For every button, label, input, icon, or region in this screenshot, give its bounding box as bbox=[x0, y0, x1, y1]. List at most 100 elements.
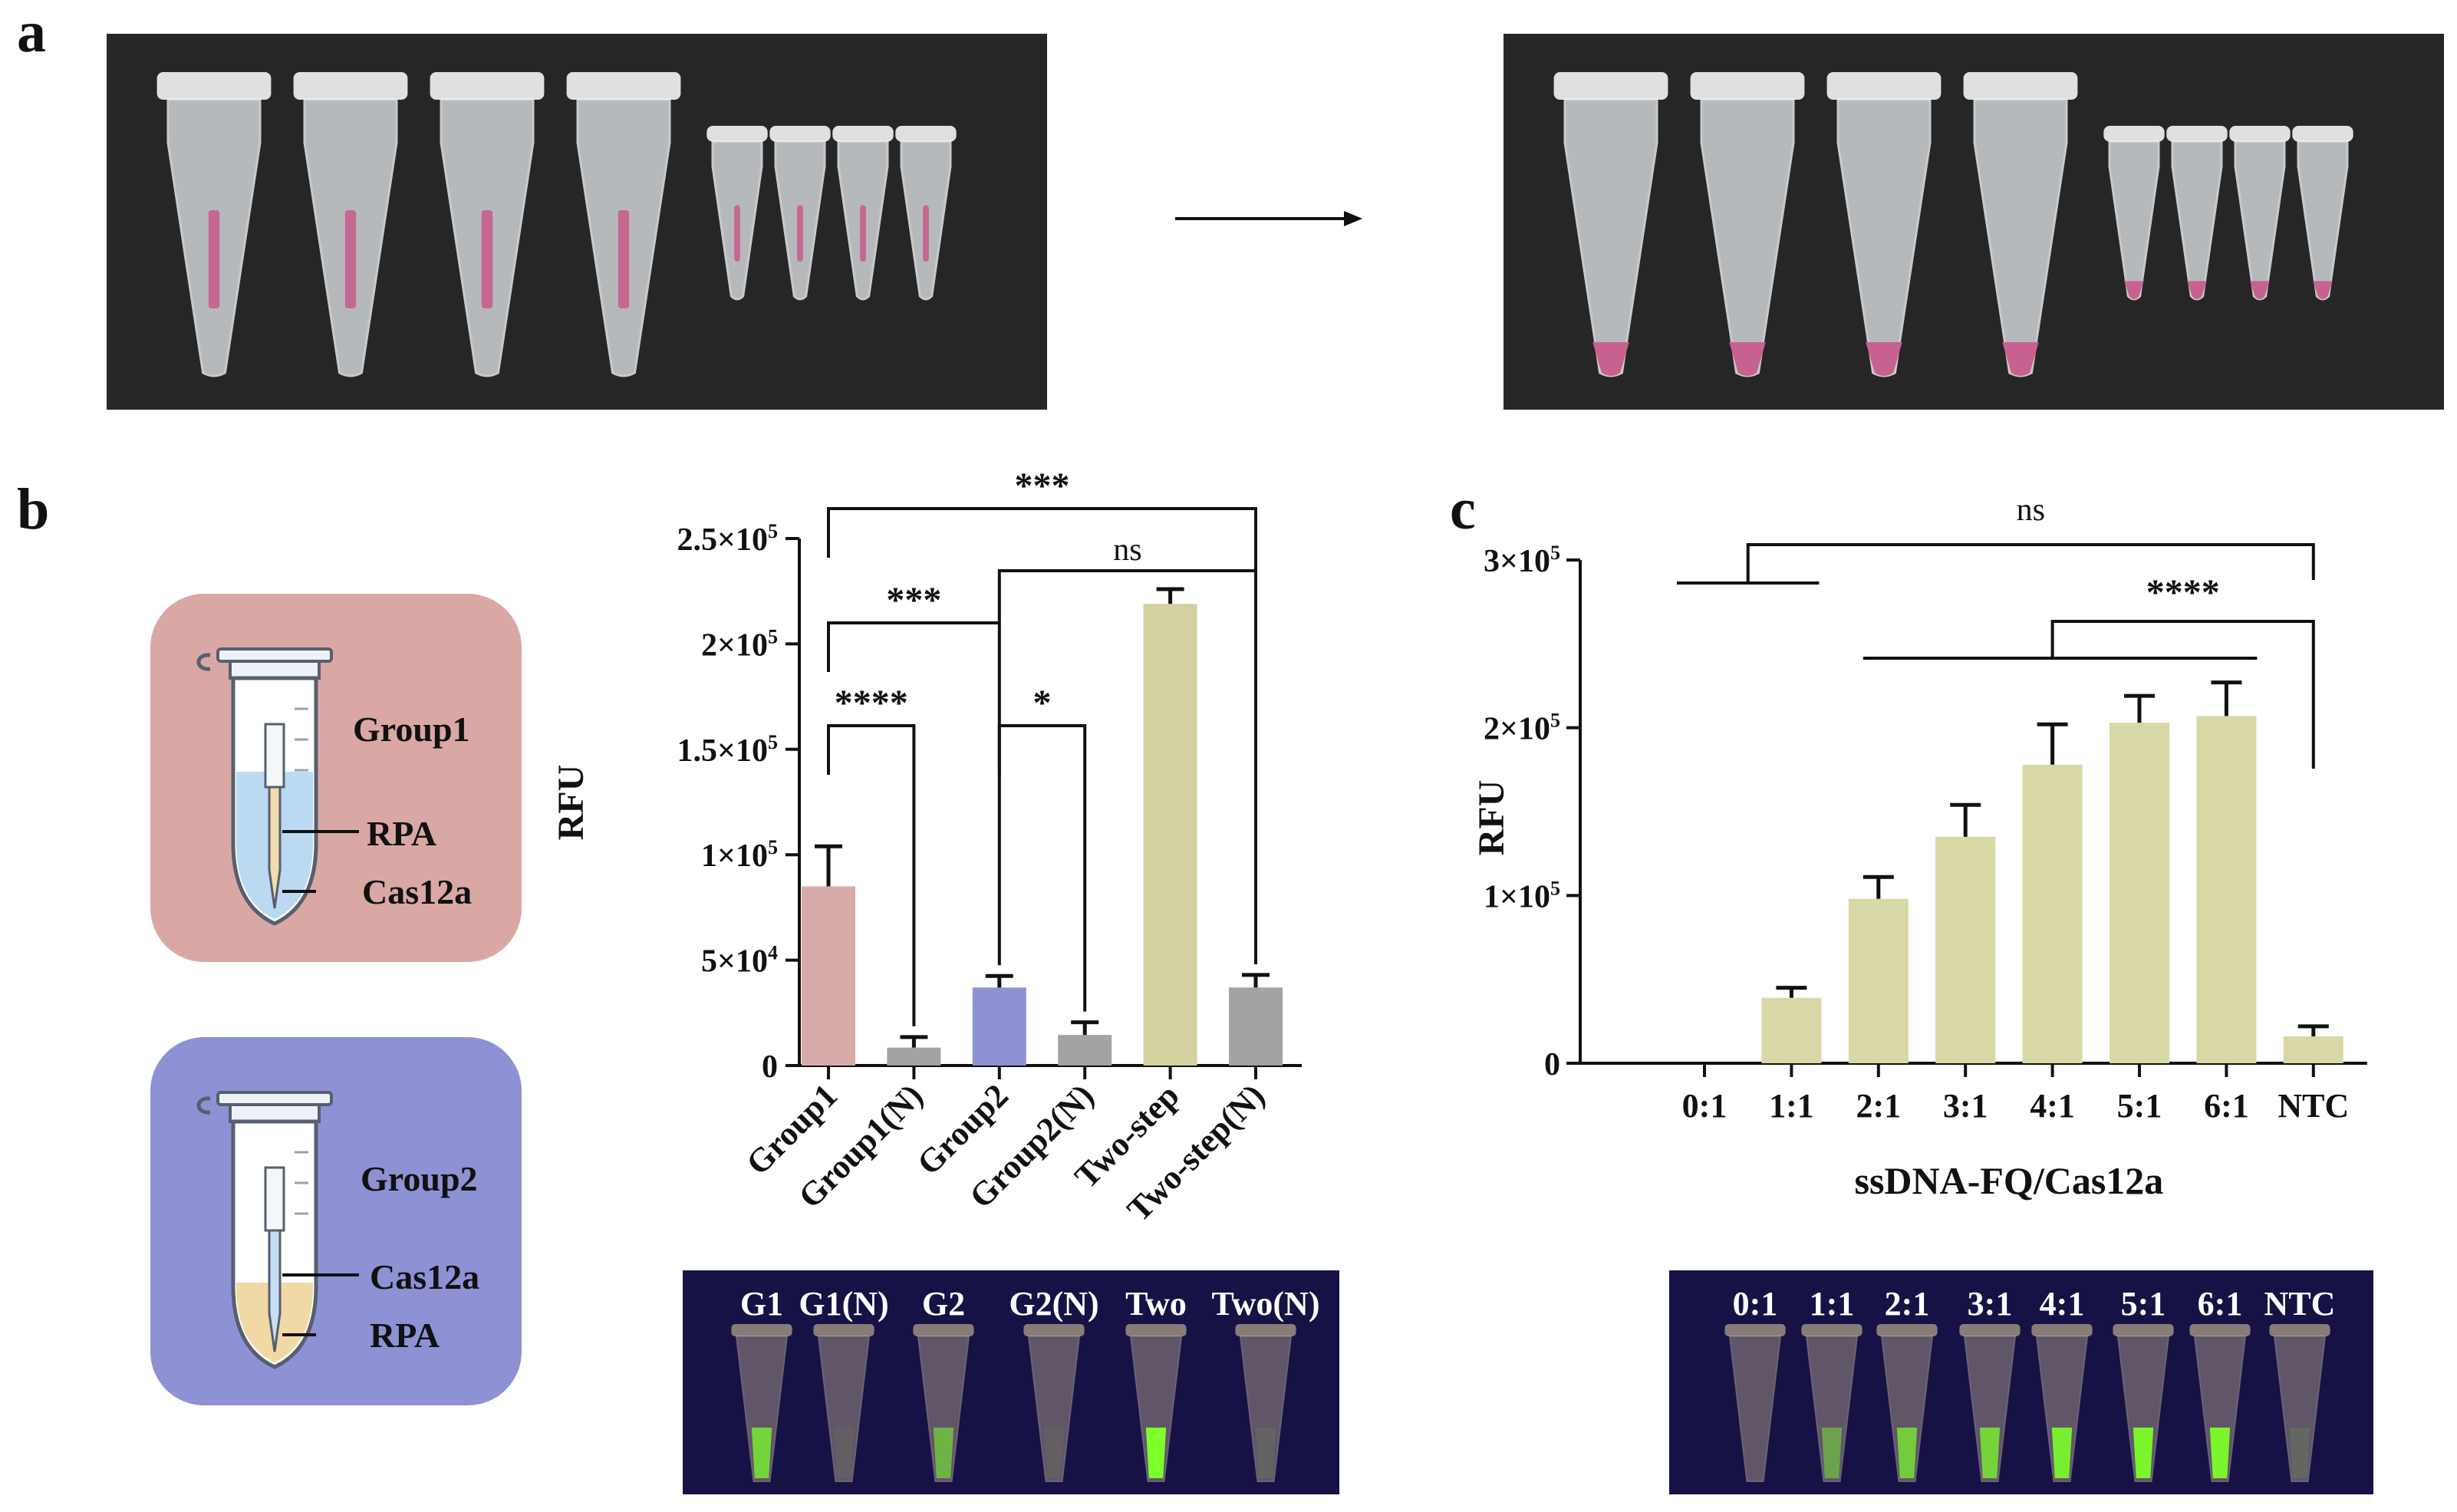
tube-cap bbox=[2166, 126, 2228, 142]
tube-liquid bbox=[2313, 281, 2333, 299]
gel-tube-body bbox=[735, 1336, 789, 1482]
x-tick-label: 1:1 bbox=[1769, 1087, 1814, 1125]
gel-b-label-twon: Two(N) bbox=[1211, 1285, 1320, 1323]
gel-b-tube bbox=[913, 1324, 974, 1482]
x-tick-label: 2:1 bbox=[1856, 1087, 1901, 1125]
tube-icon bbox=[430, 72, 545, 377]
y-tick-label: 1.5×105 bbox=[677, 731, 778, 769]
gel-tube-cap bbox=[1959, 1324, 2021, 1336]
significance-label: ns bbox=[1113, 532, 1141, 568]
gel-tube-body bbox=[1239, 1336, 1293, 1482]
gel-tube-cap bbox=[1876, 1324, 1938, 1336]
tube-cap bbox=[1826, 72, 1942, 100]
gel-b-tube bbox=[731, 1324, 792, 1482]
gel-tube-body bbox=[2193, 1336, 2247, 1482]
gel-c-label-6-1: 6:1 bbox=[2197, 1285, 2243, 1323]
tube-cap bbox=[706, 126, 768, 142]
bar bbox=[2110, 723, 2169, 1063]
gel-c-tube bbox=[1876, 1324, 1938, 1482]
y-axis-label: RFU bbox=[551, 765, 591, 841]
significance-bracket bbox=[827, 724, 916, 1026]
bar bbox=[1143, 604, 1197, 1066]
gel-c-tube bbox=[2269, 1324, 2330, 1482]
bar bbox=[1935, 836, 1996, 1063]
gel-c-label-4-1: 4:1 bbox=[2039, 1285, 2085, 1323]
gel-tube-cap bbox=[1235, 1324, 1296, 1336]
tube-liquid bbox=[2124, 281, 2144, 299]
tube-body bbox=[1973, 98, 2068, 377]
tube-body bbox=[2234, 140, 2286, 301]
tube-body bbox=[2297, 140, 2349, 301]
group1-title: Group1 bbox=[353, 710, 470, 749]
gel-tube-body bbox=[1728, 1336, 1782, 1482]
bar bbox=[2196, 716, 2257, 1063]
tube-cap bbox=[430, 72, 545, 100]
gel-tube-body bbox=[1027, 1336, 1081, 1482]
tube-body bbox=[2171, 140, 2223, 301]
group2-card: Group2 Cas12a RPA bbox=[150, 1037, 522, 1405]
gel-tube-body bbox=[2273, 1336, 2327, 1482]
y-tick-label: 2×105 bbox=[1484, 710, 1560, 747]
gel-tube-fluorescence bbox=[2133, 1428, 2154, 1478]
gel-c-label-0-1: 0:1 bbox=[1732, 1285, 1778, 1323]
x-tick-label: 5:1 bbox=[2117, 1087, 2162, 1125]
tube-cap bbox=[293, 72, 408, 100]
tube-cap bbox=[832, 126, 894, 142]
tube-liquid bbox=[344, 210, 357, 308]
gel-tube-cap bbox=[1801, 1324, 1863, 1336]
bar bbox=[2022, 764, 2083, 1063]
tube-liquid bbox=[860, 205, 866, 262]
tube-icon bbox=[566, 72, 681, 377]
gel-tube-body bbox=[1880, 1336, 1934, 1482]
photo-tubes-after bbox=[1504, 34, 2444, 410]
bar bbox=[1229, 987, 1283, 1066]
y-tick-label: 2.5×105 bbox=[677, 520, 778, 558]
tubes-before-illustration bbox=[156, 72, 957, 377]
tube-liquid bbox=[797, 205, 803, 262]
group1-card: Group1 RPA Cas12a bbox=[150, 594, 522, 962]
gel-tube-fluorescence bbox=[1821, 1428, 1843, 1478]
x-tick-label: 3:1 bbox=[1943, 1087, 1988, 1125]
gel-c-label-5-1: 5:1 bbox=[2120, 1285, 2166, 1323]
significance-bracket bbox=[997, 724, 1087, 1012]
y-tick-label: 0 bbox=[762, 1049, 778, 1085]
gel-tube-cap bbox=[813, 1324, 874, 1336]
tube-liquid bbox=[208, 210, 220, 308]
gel-tube-fluorescence bbox=[1896, 1428, 1918, 1478]
gel-tube-body bbox=[1805, 1336, 1859, 1482]
gel-tube-cap bbox=[1724, 1324, 1786, 1336]
bar bbox=[1848, 898, 1909, 1063]
bar bbox=[1761, 997, 1822, 1063]
arrow-icon bbox=[1175, 211, 1362, 226]
gel-tube-fluorescence bbox=[751, 1428, 772, 1478]
gel-tube-body bbox=[817, 1336, 871, 1482]
bar bbox=[802, 886, 855, 1066]
significance-label: ns bbox=[2017, 492, 2045, 528]
tube-icon bbox=[2292, 126, 2353, 301]
tube-body bbox=[1836, 98, 1932, 377]
tube-icon bbox=[156, 72, 272, 377]
y-tick-label: 2×105 bbox=[701, 625, 778, 663]
tube-liquid bbox=[923, 205, 929, 262]
tube-liquid bbox=[481, 210, 493, 308]
gel-tube-cap bbox=[2031, 1324, 2093, 1336]
gel-tube-fluorescence bbox=[1043, 1428, 1065, 1478]
y-tick-label: 0 bbox=[1544, 1047, 1560, 1082]
gel-b-tube bbox=[1235, 1324, 1296, 1482]
tube-icon bbox=[895, 126, 957, 301]
gel-tube-fluorescence bbox=[833, 1428, 855, 1478]
tube-liquid bbox=[1866, 342, 1902, 376]
tube-liquid bbox=[618, 210, 630, 308]
gel-b-tubes bbox=[731, 1324, 1296, 1482]
gel-c-label-3-1: 3:1 bbox=[1967, 1285, 2013, 1323]
gel-tube-cap bbox=[1023, 1324, 1085, 1336]
tube-cap bbox=[2229, 126, 2291, 142]
gel-c-tube bbox=[2113, 1324, 2174, 1482]
group2-label-cas12a: Cas12a bbox=[370, 1257, 480, 1296]
gel-c-label-1-1: 1:1 bbox=[1809, 1285, 1855, 1323]
gel-c-tube bbox=[2189, 1324, 2251, 1482]
gel-c-tube bbox=[2031, 1324, 2093, 1482]
y-tick-label: 3×105 bbox=[1484, 542, 1560, 579]
group1-label-rpa: RPA bbox=[367, 814, 437, 853]
